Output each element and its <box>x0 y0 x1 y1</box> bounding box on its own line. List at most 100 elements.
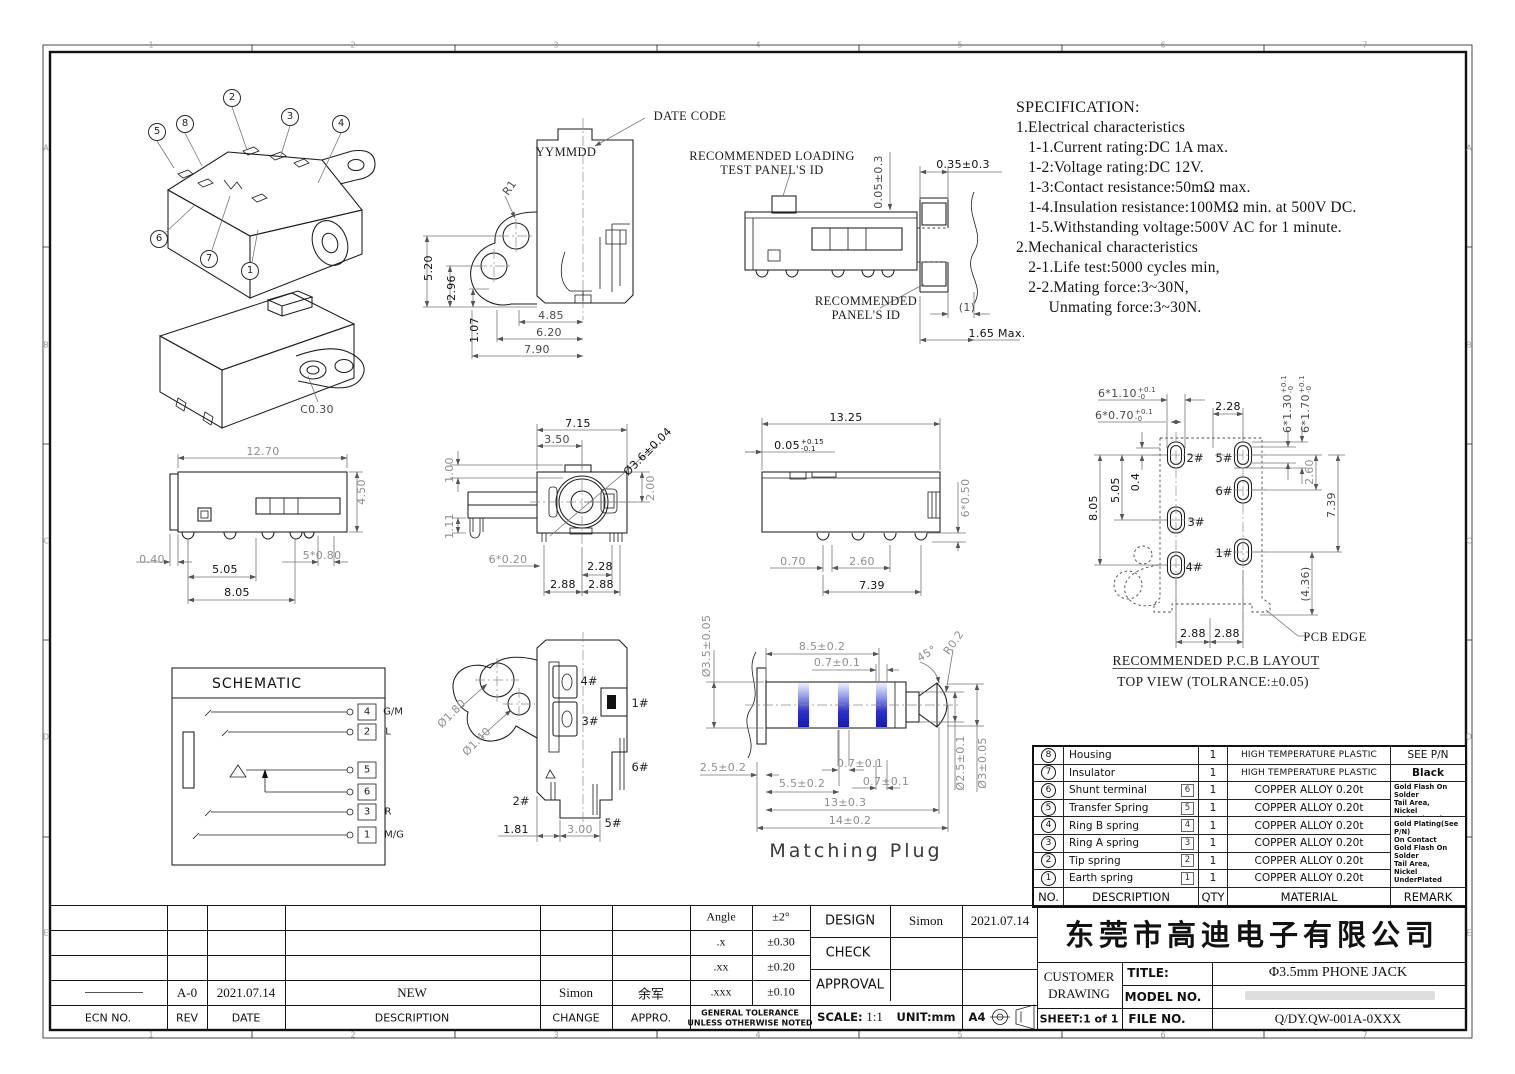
design-label: DESIGN <box>824 913 876 929</box>
pad-number: 2# <box>1186 451 1204 465</box>
pcb-edge-label: PCB EDGE <box>1303 630 1367 644</box>
pad-number: 5# <box>1215 451 1233 465</box>
titleblock-line <box>810 969 1037 970</box>
dim-label: 0.7±0.1 <box>862 775 910 788</box>
zone-col-label: 1 <box>148 1030 154 1040</box>
zone-row-label: A <box>43 143 49 153</box>
design-date: 2021.07.14 <box>970 913 1030 928</box>
dim-label: 2.88 <box>1180 627 1206 640</box>
bom-material: COPPER ALLOY 0.20t <box>1228 852 1391 871</box>
spec-line: 2.Mechanical characteristics <box>1016 239 1199 256</box>
dim-label: 7.90 <box>524 343 550 356</box>
customer-drawing-label: DRAWING <box>1048 986 1110 1001</box>
check-label: CHECK <box>825 945 871 961</box>
zone-col-label: 3 <box>553 40 559 50</box>
pad-number: 3# <box>1187 515 1205 529</box>
note-label: TEST PANEL'S ID <box>720 163 824 177</box>
dim-label: 5.20 <box>422 255 435 281</box>
rev-change: Simon <box>559 985 593 1000</box>
pin-number: 4# <box>580 674 598 688</box>
zone-col-label: 5 <box>957 1030 963 1040</box>
dim-label: 7.39 <box>859 579 885 592</box>
dim-label: 0.4 <box>1129 472 1142 492</box>
rev-header-description: DESCRIPTION <box>374 1011 450 1025</box>
spec-line: 2-2.Mating force:3~30N, <box>1016 279 1189 296</box>
titleblock-line <box>1122 962 1123 1030</box>
dim-label: 7.39 <box>1325 492 1338 518</box>
dim-label: 1.11 <box>443 513 456 539</box>
rev-date: 2021.07.14 <box>216 985 276 1000</box>
dim-label: 8.5±0.2 <box>798 640 846 653</box>
dim-label: 2.28 <box>587 560 613 573</box>
pin-number: 6# <box>631 760 649 774</box>
dim-label: 6*0.50 <box>959 478 972 518</box>
titleblock-line <box>810 905 811 1030</box>
titleblock-line <box>285 905 286 1030</box>
tol-note: UNLESS OTHERWISE NOTED <box>687 1018 813 1028</box>
rev-header-change: CHANGE <box>552 1011 600 1025</box>
spec-line: 1-5.Withstanding voltage:500V AC for 1 m… <box>1016 219 1342 236</box>
spec-line: 1.Electrical characteristics <box>1016 119 1186 136</box>
dim-label: 2.88 <box>588 578 614 591</box>
dim-label: Ø3.5±0.05 <box>700 614 713 678</box>
zone-col-label: 4 <box>755 1030 761 1040</box>
bom-material: COPPER ALLOY 0.20t <box>1228 870 1391 888</box>
dim-label: 0.70 <box>780 555 806 568</box>
titleblock-line <box>50 905 1467 906</box>
dim-label: 2.88 <box>1214 627 1240 640</box>
zone-row-label: D <box>1465 732 1473 742</box>
titleblock-line <box>50 930 810 931</box>
right-side-view <box>745 418 966 596</box>
bom-item-no: 3 <box>1041 835 1056 851</box>
bom-item-no: 6 <box>1041 782 1056 798</box>
titleblock-line <box>50 955 810 956</box>
zone-row-label: C <box>1466 536 1472 546</box>
rev-header-appro: APPRO. <box>630 1011 672 1025</box>
zone-col-label: 7 <box>1362 40 1368 50</box>
dim-label: 6.20 <box>536 326 562 339</box>
bom-header-description: DESCRIPTION <box>1064 887 1199 906</box>
dim-tolerance-label: 6*1.30+0.1-0 <box>1280 375 1295 433</box>
zone-row-label: A <box>1466 143 1472 153</box>
dim-label: 3.50 <box>544 433 570 446</box>
balloon-callout: 2 <box>223 89 241 107</box>
titleblock-line <box>690 905 691 1030</box>
dim-label: 1.07 <box>468 317 481 343</box>
side-view-datecode <box>423 117 646 359</box>
dim-label: 4.50 <box>355 479 368 505</box>
model-no-label: MODEL NO. <box>1124 990 1202 1004</box>
dim-label: 5*0.80 <box>302 549 342 562</box>
pcb-layout-view <box>1094 394 1345 648</box>
balloon-callout: 8 <box>176 115 194 133</box>
bom-remark: SEE P/N <box>1391 747 1465 765</box>
schematic-pin-number: 1 <box>363 829 371 841</box>
scale-label: SCALE: 1:1 <box>817 1009 883 1024</box>
zone-row-label: E <box>1466 928 1472 938</box>
bom-description: Insulator <box>1064 764 1199 783</box>
titleblock-line <box>1037 905 1038 1030</box>
dim-label: 1.81 <box>503 823 529 836</box>
zone-row-label: B <box>43 340 49 350</box>
tol-key: .xx <box>713 959 729 974</box>
file-no-value: Q/DY.QW-001A-0XXX <box>1274 1011 1402 1026</box>
bom-item-no: 4 <box>1041 818 1056 834</box>
schematic-pin-number: 6 <box>363 786 371 798</box>
rev-header-date: DATE <box>231 1011 261 1025</box>
rev-description: NEW <box>397 985 427 1000</box>
dim-label: 12.70 <box>246 445 280 458</box>
titleblock-line <box>540 905 541 1030</box>
bom-qty: 1 <box>1199 834 1228 853</box>
balloon-callout: 6 <box>150 230 168 248</box>
pin-number: 2# <box>512 794 530 808</box>
chamfer-label: C0.30 <box>300 403 334 416</box>
titleblock-line <box>810 937 1037 938</box>
model-no-faint-text <box>1245 991 1435 1000</box>
bom-remark-merged: Gold Plating(See P/N) On Contact Gold Fl… <box>1391 817 1465 888</box>
matching-plug-caption: Matching Plug <box>769 840 943 862</box>
bom-material: COPPER ALLOY 0.20t <box>1228 834 1391 853</box>
tol-value: ±2° <box>772 909 790 924</box>
